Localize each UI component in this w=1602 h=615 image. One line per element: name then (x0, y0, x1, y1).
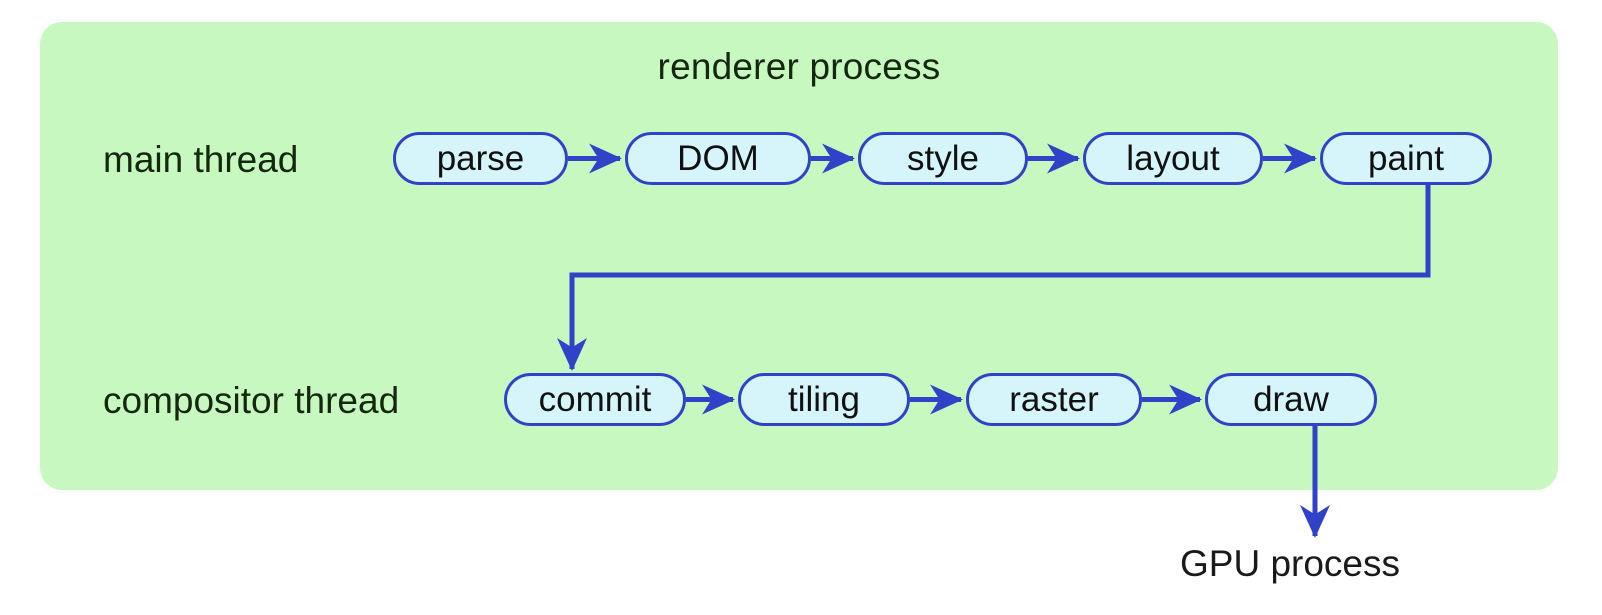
node-draw[interactable]: draw (1205, 373, 1377, 426)
node-style[interactable]: style (858, 132, 1028, 185)
node-parse[interactable]: parse (393, 132, 568, 185)
node-paint[interactable]: paint (1320, 132, 1492, 185)
lane-label-main-thread: main thread (103, 139, 299, 180)
node-layout[interactable]: layout (1083, 132, 1263, 185)
node-commit[interactable]: commit (504, 373, 686, 426)
node-tiling[interactable]: tiling (738, 373, 910, 426)
lane-label-compositor-thread: compositor thread (103, 380, 400, 421)
node-dom[interactable]: DOM (625, 132, 811, 185)
node-raster[interactable]: raster (966, 373, 1142, 426)
gpu-process-label: GPU process (1180, 543, 1401, 584)
renderer-process-title: renderer process (657, 46, 941, 87)
